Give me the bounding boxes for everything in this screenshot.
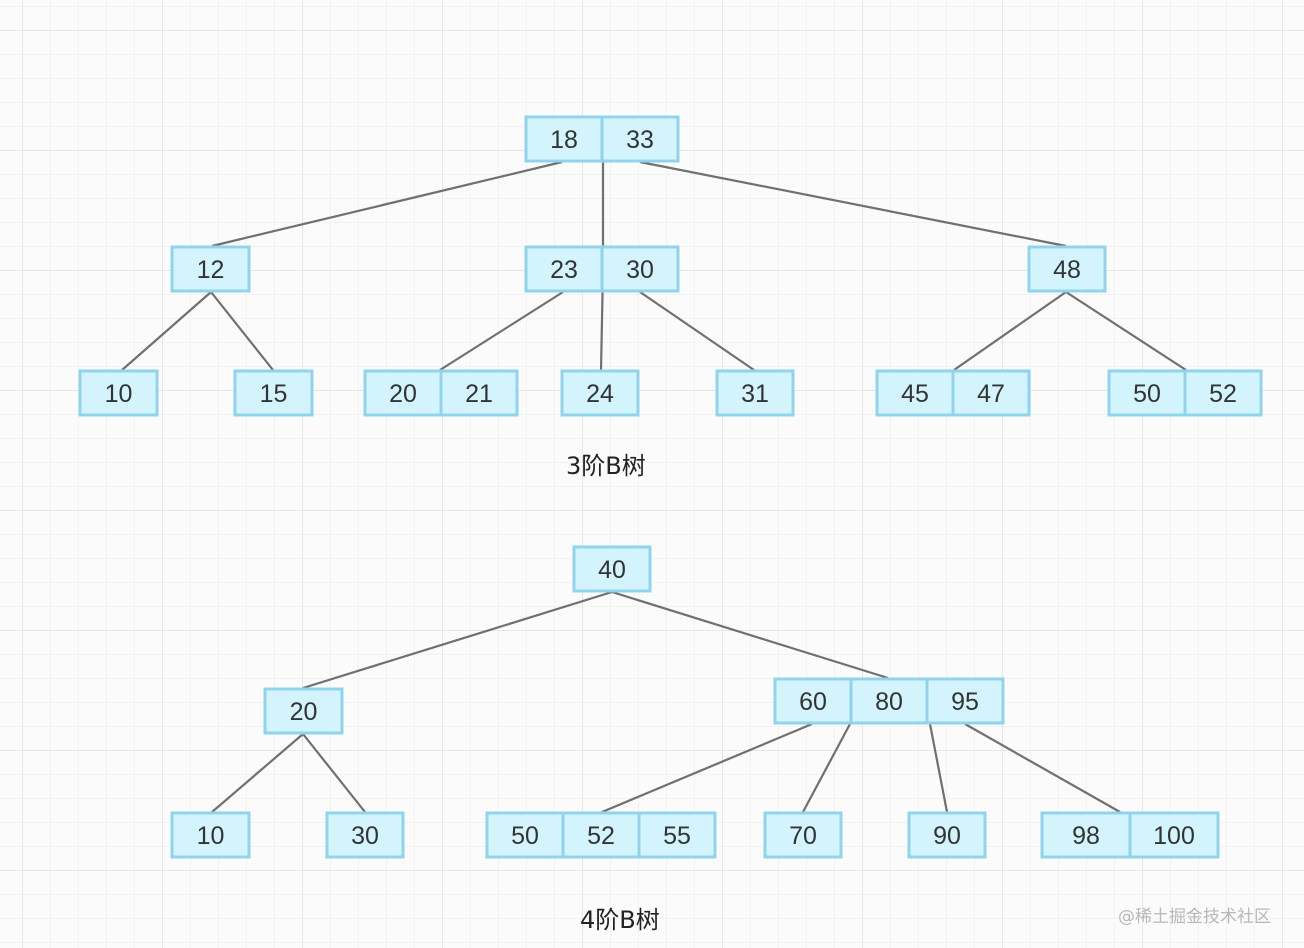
tree-node-a-lr: 15 (233, 369, 314, 417)
key-label: 18 (550, 126, 578, 154)
key-cell (560, 369, 640, 417)
key-cell (1107, 369, 1187, 417)
key-cell (637, 811, 717, 859)
key-label: 20 (290, 698, 318, 726)
tree-edge-a-root-to-a-l (211, 160, 563, 248)
tree-edge-b-root-to-b-r (611, 590, 889, 680)
key-cell (1027, 245, 1107, 293)
key-label: 24 (586, 380, 614, 408)
tree-node-a-r: 48 (1027, 245, 1107, 293)
key-cell (325, 811, 405, 859)
tree-node-b-r1: 50 52 55 (485, 811, 717, 859)
key-label: 50 (1133, 380, 1161, 408)
key-label: 90 (933, 822, 961, 850)
key-label: 20 (389, 380, 417, 408)
tree-node-b-l2: 30 (325, 811, 405, 859)
key-cell (263, 687, 344, 735)
key-label: 10 (197, 822, 225, 850)
tree-edge-a-r-to-a-r2 (1065, 291, 1187, 371)
key-label: 15 (260, 380, 288, 408)
key-cell (233, 369, 314, 417)
tree-edge-a-l-to-a-lr (210, 291, 274, 371)
key-label: 80 (875, 688, 903, 716)
key-cell (561, 811, 641, 859)
key-label: 12 (197, 256, 225, 284)
key-cell (600, 245, 680, 293)
key-label: 10 (105, 380, 133, 408)
tree-node-b-r4: 98 100 (1040, 811, 1220, 859)
order-4-b-tree-caption: 4阶B树 (580, 906, 660, 934)
key-cell (439, 369, 519, 417)
key-label: 45 (901, 380, 929, 408)
tree-edge-b-root-to-b-l (302, 590, 613, 690)
key-cell (1183, 369, 1263, 417)
key-label: 95 (951, 688, 979, 716)
key-cell (951, 369, 1031, 417)
tree-node-b-l: 20 (263, 687, 344, 735)
tree-edge-b-l-to-b-l2 (302, 733, 366, 813)
tree-node-a-r2: 50 52 (1107, 369, 1263, 417)
key-label: 33 (626, 126, 654, 154)
key-label: 50 (511, 822, 539, 850)
tree-node-b-r2: 70 (763, 811, 843, 859)
key-cell (600, 115, 680, 163)
key-cell (78, 369, 159, 417)
tree-node-a-m: 23 30 (524, 245, 680, 293)
tree-node-a-m2: 24 (560, 369, 640, 417)
key-label: 31 (741, 380, 769, 408)
key-cell (170, 245, 251, 293)
key-cell (907, 811, 987, 859)
key-label: 52 (1209, 380, 1237, 408)
tree-edge-a-root-to-a-r (639, 160, 1067, 248)
key-cell (763, 811, 843, 859)
key-cell (925, 677, 1005, 725)
tree-edge-b-r-to-b-r2 (802, 723, 851, 813)
key-label: 47 (977, 380, 1005, 408)
key-cell (773, 677, 853, 725)
tree-node-a-l: 12 (170, 245, 251, 293)
key-cell (572, 545, 652, 593)
key-label: 98 (1072, 822, 1100, 850)
key-cell (1128, 811, 1220, 859)
key-label: 30 (351, 822, 379, 850)
edges-layer (121, 160, 1187, 814)
tree-edge-b-r-to-b-r3 (928, 723, 949, 813)
key-cell (849, 677, 929, 725)
tree-node-b-l1: 10 (170, 811, 251, 859)
key-label: 52 (587, 822, 615, 850)
tree-edge-b-l-to-b-l1 (211, 733, 304, 813)
tree-edge-a-r-to-a-r1 (953, 291, 1067, 371)
key-label: 21 (465, 380, 493, 408)
key-label: 48 (1053, 256, 1081, 284)
key-cell (170, 811, 251, 859)
tree-node-a-m3: 31 (715, 369, 795, 417)
key-cell (524, 245, 604, 293)
tree-edge-a-l-to-a-ll (121, 291, 212, 371)
tree-edge-b-r-to-b-r1 (601, 722, 813, 814)
key-cell (715, 369, 795, 417)
tree-edge-b-r-to-b-r4 (964, 723, 1121, 813)
tree-node-b-r: 60 80 95 (773, 677, 1005, 725)
key-label: 70 (789, 822, 817, 850)
tree-edge-a-m-to-a-m3 (639, 291, 755, 371)
key-label: 55 (663, 822, 691, 850)
key-cell (875, 369, 955, 417)
key-cell (1040, 811, 1132, 859)
tree-node-b-r3: 90 (907, 811, 987, 859)
key-label: 23 (550, 256, 578, 284)
tree-node-b-root: 40 (572, 545, 652, 593)
key-label: 30 (626, 256, 654, 284)
key-label: 60 (799, 688, 827, 716)
tree-node-a-r1: 45 47 (875, 369, 1031, 417)
tree-node-a-ll: 10 (78, 369, 159, 417)
order-3-b-tree-caption: 3阶B树 (566, 452, 646, 480)
key-label: 40 (598, 556, 626, 584)
tree-edge-a-m-to-a-m1 (439, 291, 564, 371)
watermark: @稀土掘金技术社区 (1118, 907, 1271, 927)
key-label: 100 (1153, 822, 1195, 850)
